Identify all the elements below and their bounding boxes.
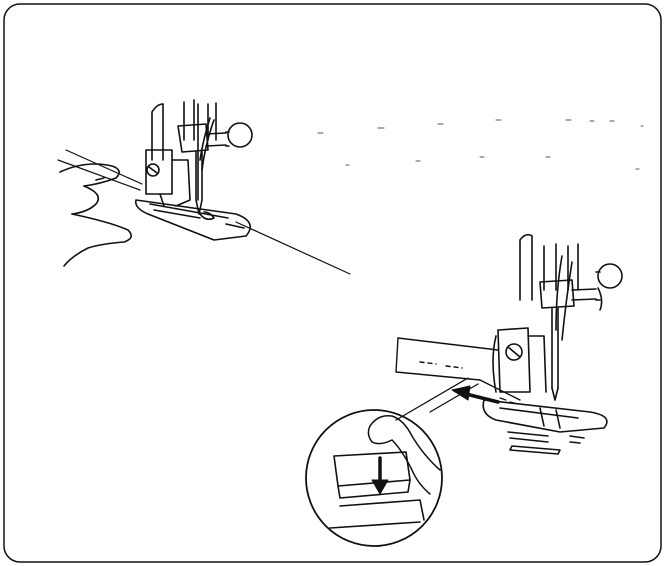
figure-frame — [4, 4, 661, 562]
needle-icon — [520, 235, 622, 400]
reverse-lever-icon — [330, 452, 424, 528]
down-arrow-icon — [372, 458, 388, 494]
needle-icon — [152, 100, 252, 214]
left-panel — [58, 100, 350, 274]
reverse-arrow-icon — [452, 386, 514, 403]
presser-foot-icon — [136, 150, 250, 240]
scan-speckles — [318, 120, 643, 169]
right-panel — [306, 235, 622, 546]
hand-icon — [60, 164, 131, 266]
magnifier-icon — [306, 410, 442, 546]
